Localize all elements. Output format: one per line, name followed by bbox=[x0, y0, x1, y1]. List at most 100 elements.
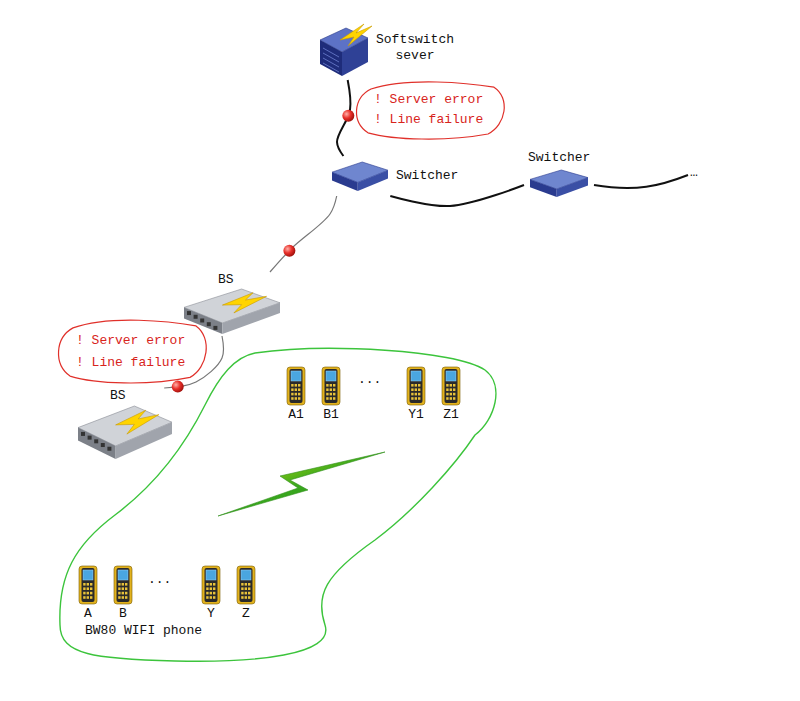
rack-slot bbox=[323, 58, 339, 67]
phone-face bbox=[445, 369, 458, 403]
rack-slot bbox=[323, 63, 339, 72]
phone-key bbox=[241, 587, 243, 590]
phone-key bbox=[411, 388, 413, 391]
phone-body bbox=[322, 367, 340, 405]
phone-screen bbox=[83, 570, 93, 580]
phone-key bbox=[125, 592, 127, 595]
callout-border bbox=[59, 320, 207, 383]
phone-key bbox=[418, 384, 420, 387]
ellipsis-label: ... bbox=[148, 572, 171, 588]
phone-key bbox=[295, 388, 297, 391]
phone-screen bbox=[241, 570, 251, 580]
phone-face bbox=[82, 568, 95, 602]
error-note: ! Server error bbox=[76, 333, 185, 349]
phone-key bbox=[450, 384, 452, 387]
wifi-phone: Z bbox=[235, 566, 259, 624]
phone-key bbox=[241, 583, 243, 586]
device-label: B bbox=[112, 606, 134, 622]
phone-key bbox=[83, 596, 85, 599]
phone-face bbox=[410, 369, 423, 403]
phone-face bbox=[325, 369, 338, 403]
phone-key bbox=[83, 583, 85, 586]
switch-face bbox=[332, 172, 358, 191]
device-label: Switcher bbox=[396, 168, 458, 184]
phone-icon bbox=[79, 566, 97, 604]
network-link bbox=[270, 196, 337, 272]
phone-body bbox=[79, 566, 97, 604]
phone-key bbox=[446, 393, 448, 396]
phone-key bbox=[87, 583, 89, 586]
wifi-phone: Y bbox=[200, 566, 224, 624]
device-label: Softswitch sever bbox=[372, 32, 458, 65]
phone-screen bbox=[446, 371, 456, 381]
phone-key bbox=[118, 592, 120, 595]
phone-key bbox=[213, 596, 215, 599]
port bbox=[94, 439, 98, 443]
port bbox=[187, 311, 191, 315]
device-label: Y bbox=[200, 606, 222, 622]
error-note: ! Line failure bbox=[76, 355, 185, 371]
bs-face bbox=[78, 428, 116, 459]
phone-key bbox=[330, 388, 332, 391]
rack-slot bbox=[323, 48, 339, 57]
phone-key bbox=[330, 393, 332, 396]
error-callout: ! Server error ! Line failure bbox=[58, 318, 208, 384]
port bbox=[200, 318, 204, 322]
phone-key bbox=[415, 393, 417, 396]
phone-key bbox=[326, 388, 328, 391]
bs-icon bbox=[78, 406, 172, 460]
switch-icon bbox=[530, 168, 588, 198]
phone-icon bbox=[322, 367, 340, 405]
port bbox=[81, 432, 85, 436]
phone-key bbox=[450, 393, 452, 396]
phone-key bbox=[291, 388, 293, 391]
phone-key bbox=[295, 397, 297, 400]
phone-key bbox=[450, 388, 452, 391]
softswitch-server: Softswitch sever bbox=[316, 14, 460, 80]
phone-body bbox=[287, 367, 305, 405]
phone-key bbox=[241, 596, 243, 599]
phone-icon bbox=[287, 367, 305, 405]
callout-border bbox=[357, 82, 505, 139]
phone-key bbox=[206, 587, 208, 590]
phone-key bbox=[418, 397, 420, 400]
phone-key bbox=[122, 592, 124, 595]
phone-key bbox=[411, 393, 413, 396]
region-border bbox=[60, 348, 496, 661]
phone-key bbox=[87, 587, 89, 590]
phone-key bbox=[333, 388, 335, 391]
phone-key bbox=[298, 384, 300, 387]
phone-key bbox=[248, 583, 250, 586]
phone-key bbox=[245, 583, 247, 586]
phone-key bbox=[326, 393, 328, 396]
phone-key bbox=[295, 384, 297, 387]
phone-key bbox=[333, 393, 335, 396]
phone-key bbox=[245, 587, 247, 590]
phone-key bbox=[213, 587, 215, 590]
device-label: BW80 WIFI phone bbox=[85, 623, 202, 639]
phone-key bbox=[83, 587, 85, 590]
phone-key bbox=[446, 388, 448, 391]
phone-key bbox=[248, 587, 250, 590]
phone-key bbox=[210, 587, 212, 590]
phone-icon bbox=[114, 566, 132, 604]
phone-key bbox=[415, 384, 417, 387]
phone-key bbox=[125, 587, 127, 590]
phone-key bbox=[291, 397, 293, 400]
port bbox=[213, 326, 217, 330]
phone-key bbox=[206, 592, 208, 595]
bs-face bbox=[184, 307, 222, 334]
phone-key bbox=[210, 592, 212, 595]
phone-body bbox=[202, 566, 220, 604]
port bbox=[88, 436, 92, 440]
phone-key bbox=[326, 397, 328, 400]
phone-body bbox=[442, 367, 460, 405]
phone-screen bbox=[118, 570, 128, 580]
port bbox=[194, 315, 198, 319]
ellipsis-label: ... bbox=[358, 372, 381, 388]
phone-key bbox=[122, 596, 124, 599]
device-label: BS bbox=[218, 272, 234, 288]
phone-key bbox=[418, 393, 420, 396]
phone-key bbox=[118, 583, 120, 586]
phone-key bbox=[330, 384, 332, 387]
